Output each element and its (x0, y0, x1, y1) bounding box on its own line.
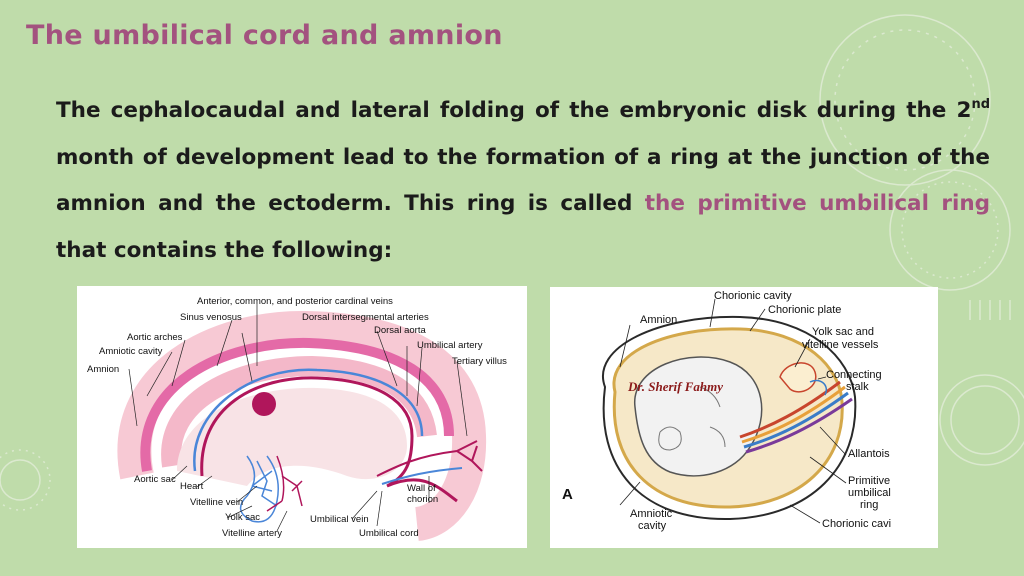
label-amnion-right: Amnion (640, 314, 677, 326)
label-vitelline-vessels: vitelline vessels (802, 339, 879, 351)
label-amniotic: Amniotic (630, 508, 673, 520)
label-amnion: Amnion (87, 364, 119, 375)
author-signature: Dr. Sherif Fahmy (627, 379, 723, 394)
label-aortic-sac: Aortic sac (134, 474, 176, 485)
label-sinus-venosus: Sinus venosus (180, 312, 242, 323)
label-chorionic-cavi: Chorionic cavi (822, 518, 891, 530)
label-umbilical-artery: Umbilical artery (417, 340, 483, 351)
label-vitelline-artery: Vitelline artery (222, 528, 282, 539)
label-stalk: stalk (846, 381, 869, 393)
label-chorionic-cavity: Chorionic cavity (714, 290, 792, 302)
label-allantois: Allantois (848, 448, 890, 460)
label-umbilical-cord: Umbilical cord (359, 528, 419, 539)
label-cardinal-veins: Anterior, common, and posterior cardinal… (197, 296, 393, 307)
label-yolk-sac: Yolk sac (225, 512, 260, 523)
label-chorion: chorion (407, 494, 438, 505)
label-umbilical-vein: Umbilical vein (310, 514, 369, 525)
figure-letter: A (562, 486, 573, 503)
label-amniotic-cavity: Amniotic cavity (99, 346, 163, 357)
label-primitive: Primitive (848, 475, 890, 487)
para-text-1: The cephalocaudal and lateral folding of… (56, 98, 972, 123)
label-vitelline-vein: Vitelline vein (190, 497, 243, 508)
para-text-2: month of development lead to the formati… (56, 144, 990, 217)
label-chorionic-plate: Chorionic plate (768, 304, 841, 316)
highlight-term: the primitive umbilical ring (644, 191, 991, 216)
label-connecting: Connecting (826, 369, 882, 381)
label-umbilical: umbilical (848, 487, 891, 499)
label-yolk-sac-and: Yolk sac and (812, 326, 874, 338)
slide-title: The umbilical cord and amnion (26, 20, 503, 51)
label-wall-of: Wall of (407, 483, 436, 494)
para-text-3: that contains the following: (56, 237, 393, 263)
label-intersegmental-arteries: Dorsal intersegmental arteries (302, 312, 429, 323)
label-dorsal-aorta: Dorsal aorta (374, 325, 426, 336)
embryo-vascular-diagram: Anterior, common, and posterior cardinal… (77, 286, 527, 548)
embryo-amnion-diagram: A Dr. Sherif Fahmy Chorionic cavity Chor… (550, 287, 938, 548)
label-heart: Heart (180, 481, 204, 492)
superscript-nd: nd (971, 97, 990, 112)
label-cavity: cavity (638, 520, 667, 532)
label-ring: ring (860, 499, 878, 511)
label-tertiary-villus: Tertiary villus (452, 356, 507, 367)
label-aortic-arches: Aortic arches (127, 332, 183, 343)
body-paragraph: The cephalocaudal and lateral folding of… (56, 88, 990, 274)
